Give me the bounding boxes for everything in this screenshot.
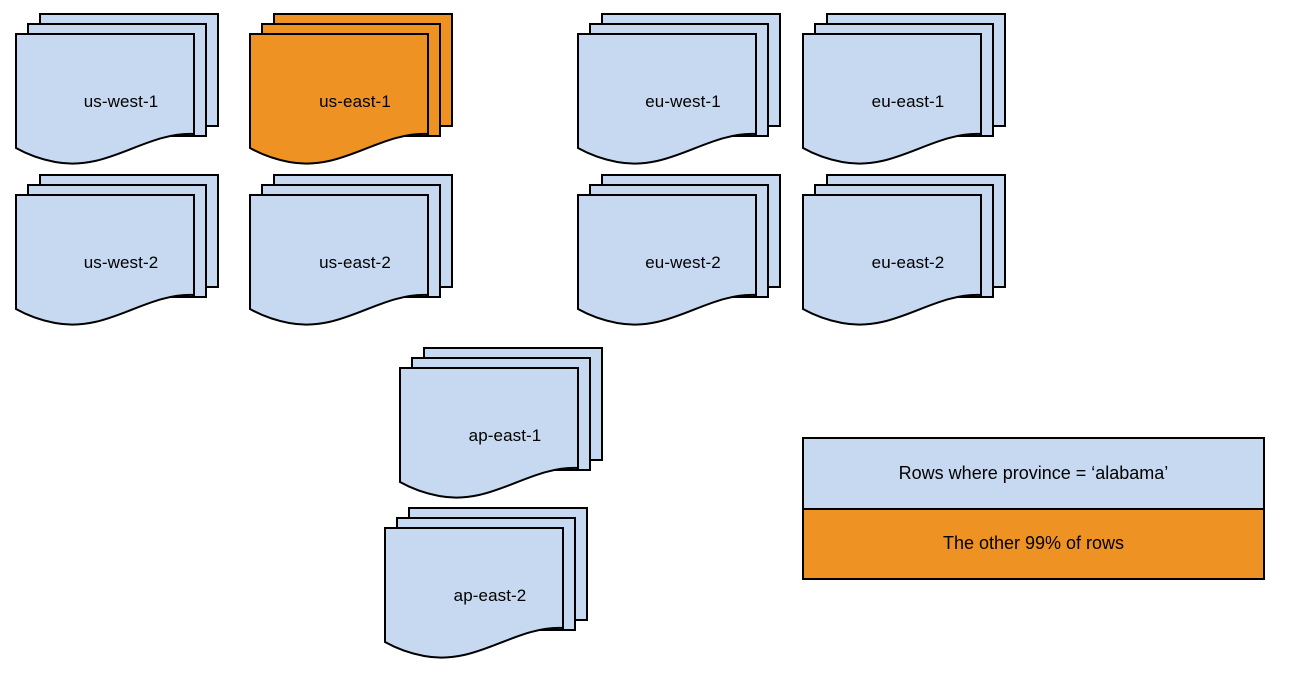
- region-stack-shape-eu-east-1: [802, 13, 1006, 165]
- sheet-front: [399, 367, 579, 499]
- sheet-front: [249, 194, 429, 326]
- region-stack-us-west-1[interactable]: us-west-1: [15, 13, 228, 176]
- region-stack-shape-us-east-2: [249, 174, 453, 326]
- region-stack-us-west-2[interactable]: us-west-2: [15, 174, 228, 337]
- legend-item-label-rows-other: The other 99% of rows: [942, 533, 1125, 554]
- region-stack-ap-east-1[interactable]: ap-east-1: [399, 347, 612, 510]
- region-stack-shape-eu-west-1: [577, 13, 781, 165]
- region-stack-shape-us-east-1: [249, 13, 453, 165]
- sheet-front: [802, 33, 982, 165]
- region-stack-eu-east-2[interactable]: eu-east-2: [802, 174, 1015, 337]
- legend-item-rows-match: Rows where province = ‘alabama’: [804, 439, 1263, 510]
- legend: Rows where province = ‘alabama’ The other…: [802, 437, 1265, 580]
- sheet-front: [15, 194, 195, 326]
- region-stack-shape-eu-west-2: [577, 174, 781, 326]
- sheet-front: [384, 527, 564, 659]
- legend-item-rows-other: The other 99% of rows: [804, 509, 1263, 578]
- sheet-front: [802, 194, 982, 326]
- sheet-front: [577, 33, 757, 165]
- sheet-front: [249, 33, 429, 165]
- region-stack-shape-us-west-1: [15, 13, 219, 165]
- region-stack-eu-east-1[interactable]: eu-east-1: [802, 13, 1015, 176]
- legend-item-label-rows-match: Rows where province = ‘alabama’: [898, 462, 1169, 483]
- region-stack-shape-us-west-2: [15, 174, 219, 326]
- region-stack-ap-east-2[interactable]: ap-east-2: [384, 507, 597, 670]
- region-stack-us-east-2[interactable]: us-east-2: [249, 174, 462, 337]
- region-stack-us-east-1[interactable]: us-east-1: [249, 13, 462, 176]
- region-stack-shape-ap-east-2: [384, 507, 588, 659]
- region-stack-eu-west-1[interactable]: eu-west-1: [577, 13, 790, 176]
- sheet-front: [15, 33, 195, 165]
- region-stack-shape-eu-east-2: [802, 174, 1006, 326]
- region-stack-eu-west-2[interactable]: eu-west-2: [577, 174, 790, 337]
- sheet-front: [577, 194, 757, 326]
- region-stack-shape-ap-east-1: [399, 347, 603, 499]
